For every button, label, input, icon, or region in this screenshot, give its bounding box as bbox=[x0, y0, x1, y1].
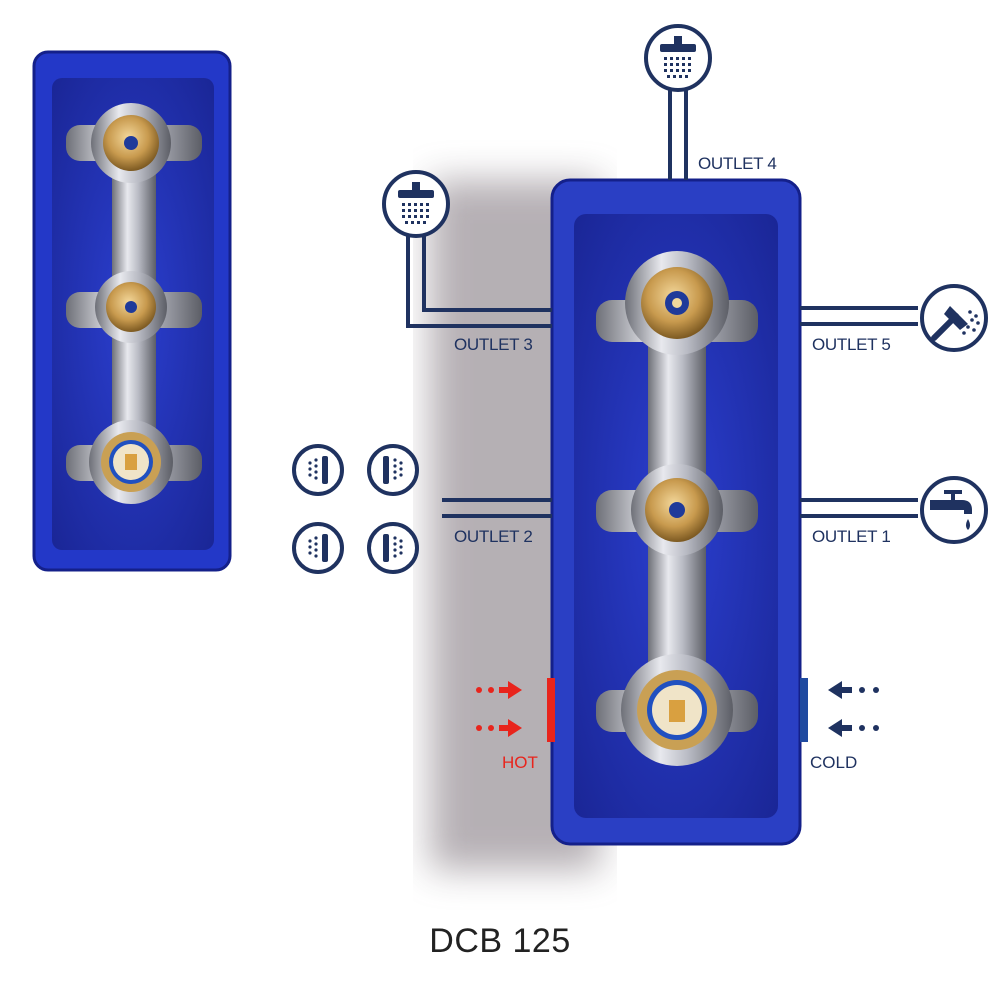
rain-shower-icon bbox=[382, 170, 450, 238]
body-jet-icon bbox=[292, 444, 419, 574]
outlet-3-label: OUTLET 3 bbox=[454, 335, 533, 354]
model-name: DCB 125 bbox=[429, 922, 571, 960]
hot-inlet: HOT bbox=[476, 678, 555, 772]
outlet-5-label: OUTLET 5 bbox=[812, 335, 891, 354]
small-valve-box bbox=[32, 50, 232, 572]
cold-inlet: COLD bbox=[800, 678, 879, 772]
cold-label: COLD bbox=[810, 753, 857, 772]
hand-shower-icon bbox=[920, 284, 988, 352]
outlet-pipes bbox=[406, 90, 918, 518]
overhead-shower-icon bbox=[644, 24, 712, 92]
outlet-2-label: OUTLET 2 bbox=[454, 527, 533, 546]
outlet-1-label: OUTLET 1 bbox=[812, 527, 891, 546]
outlet-4-label: OUTLET 4 bbox=[698, 154, 777, 173]
large-valve-box bbox=[550, 178, 802, 846]
tap-icon bbox=[920, 476, 988, 544]
hot-label: HOT bbox=[502, 753, 538, 772]
